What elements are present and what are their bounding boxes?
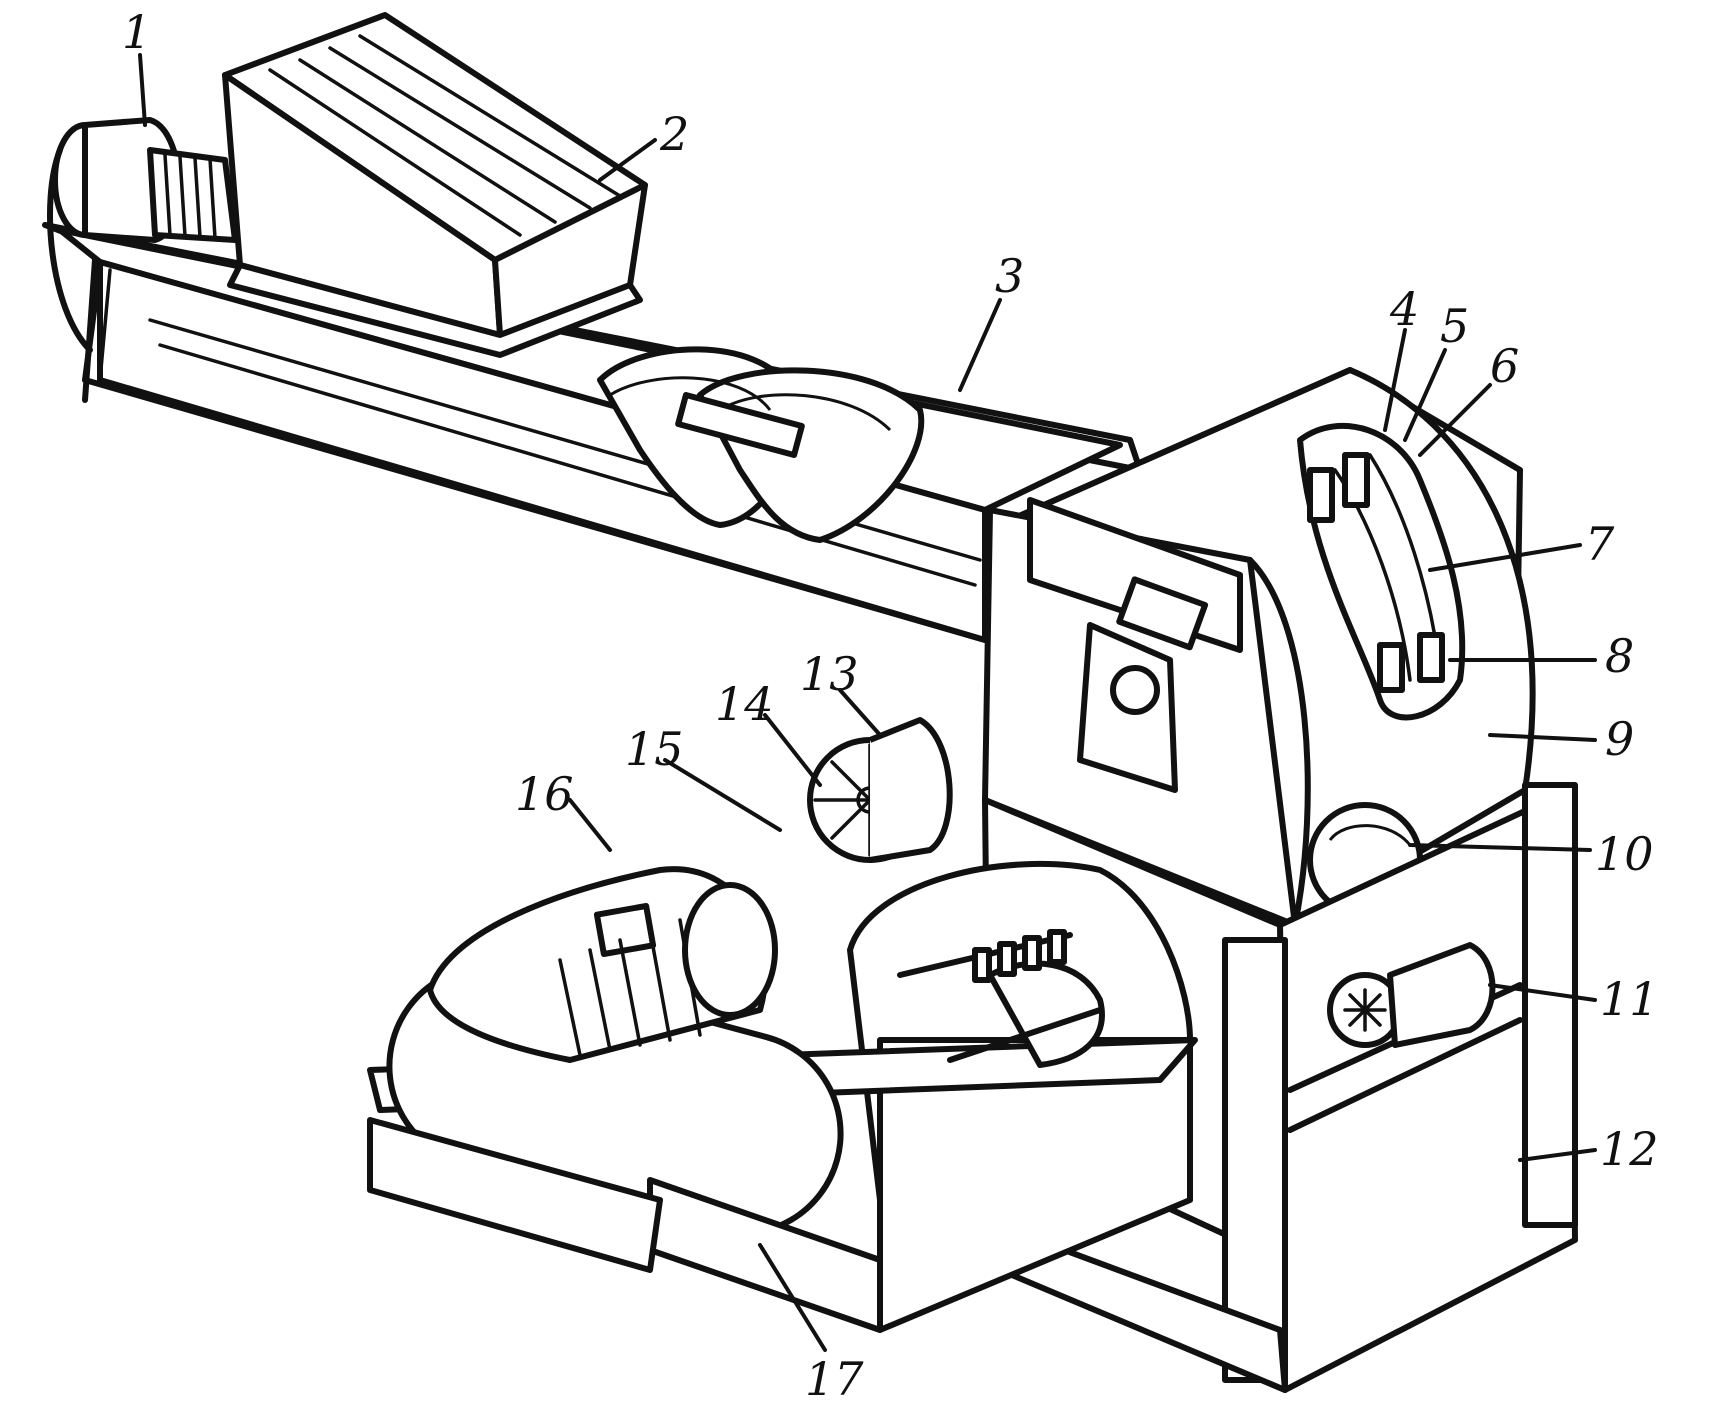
callout-14: 14 xyxy=(715,677,774,731)
pulley xyxy=(807,717,953,863)
callout-labels: 1 2 3 4 5 6 7 8 9 10 11 12 13 14 15 16 1… xyxy=(122,5,1659,1406)
callout-11: 11 xyxy=(1600,972,1659,1026)
callout-17: 17 xyxy=(805,1352,864,1406)
fan-motor xyxy=(1327,942,1496,1048)
crusher-housing xyxy=(982,367,1536,928)
callout-2: 2 xyxy=(659,107,689,161)
callout-16: 16 xyxy=(515,767,574,821)
callout-8: 8 xyxy=(1605,629,1634,683)
main-motor xyxy=(427,866,778,1063)
callout-12: 12 xyxy=(1600,1122,1659,1176)
callout-3: 3 xyxy=(995,249,1024,303)
conveyor-motor xyxy=(47,117,238,353)
callout-10: 10 xyxy=(1595,827,1654,881)
callout-15: 15 xyxy=(625,722,684,776)
callout-7: 7 xyxy=(1585,517,1615,571)
callout-6: 6 xyxy=(1490,339,1519,393)
callout-5: 5 xyxy=(1440,299,1469,353)
rotor-window xyxy=(1297,422,1466,721)
callout-1: 1 xyxy=(122,5,151,59)
screw-auger xyxy=(597,346,925,543)
callout-13: 13 xyxy=(800,647,859,701)
feed-hopper xyxy=(222,12,648,358)
leader-lines xyxy=(138,53,1597,1352)
callout-9: 9 xyxy=(1605,712,1634,766)
callout-4: 4 xyxy=(1389,282,1419,336)
